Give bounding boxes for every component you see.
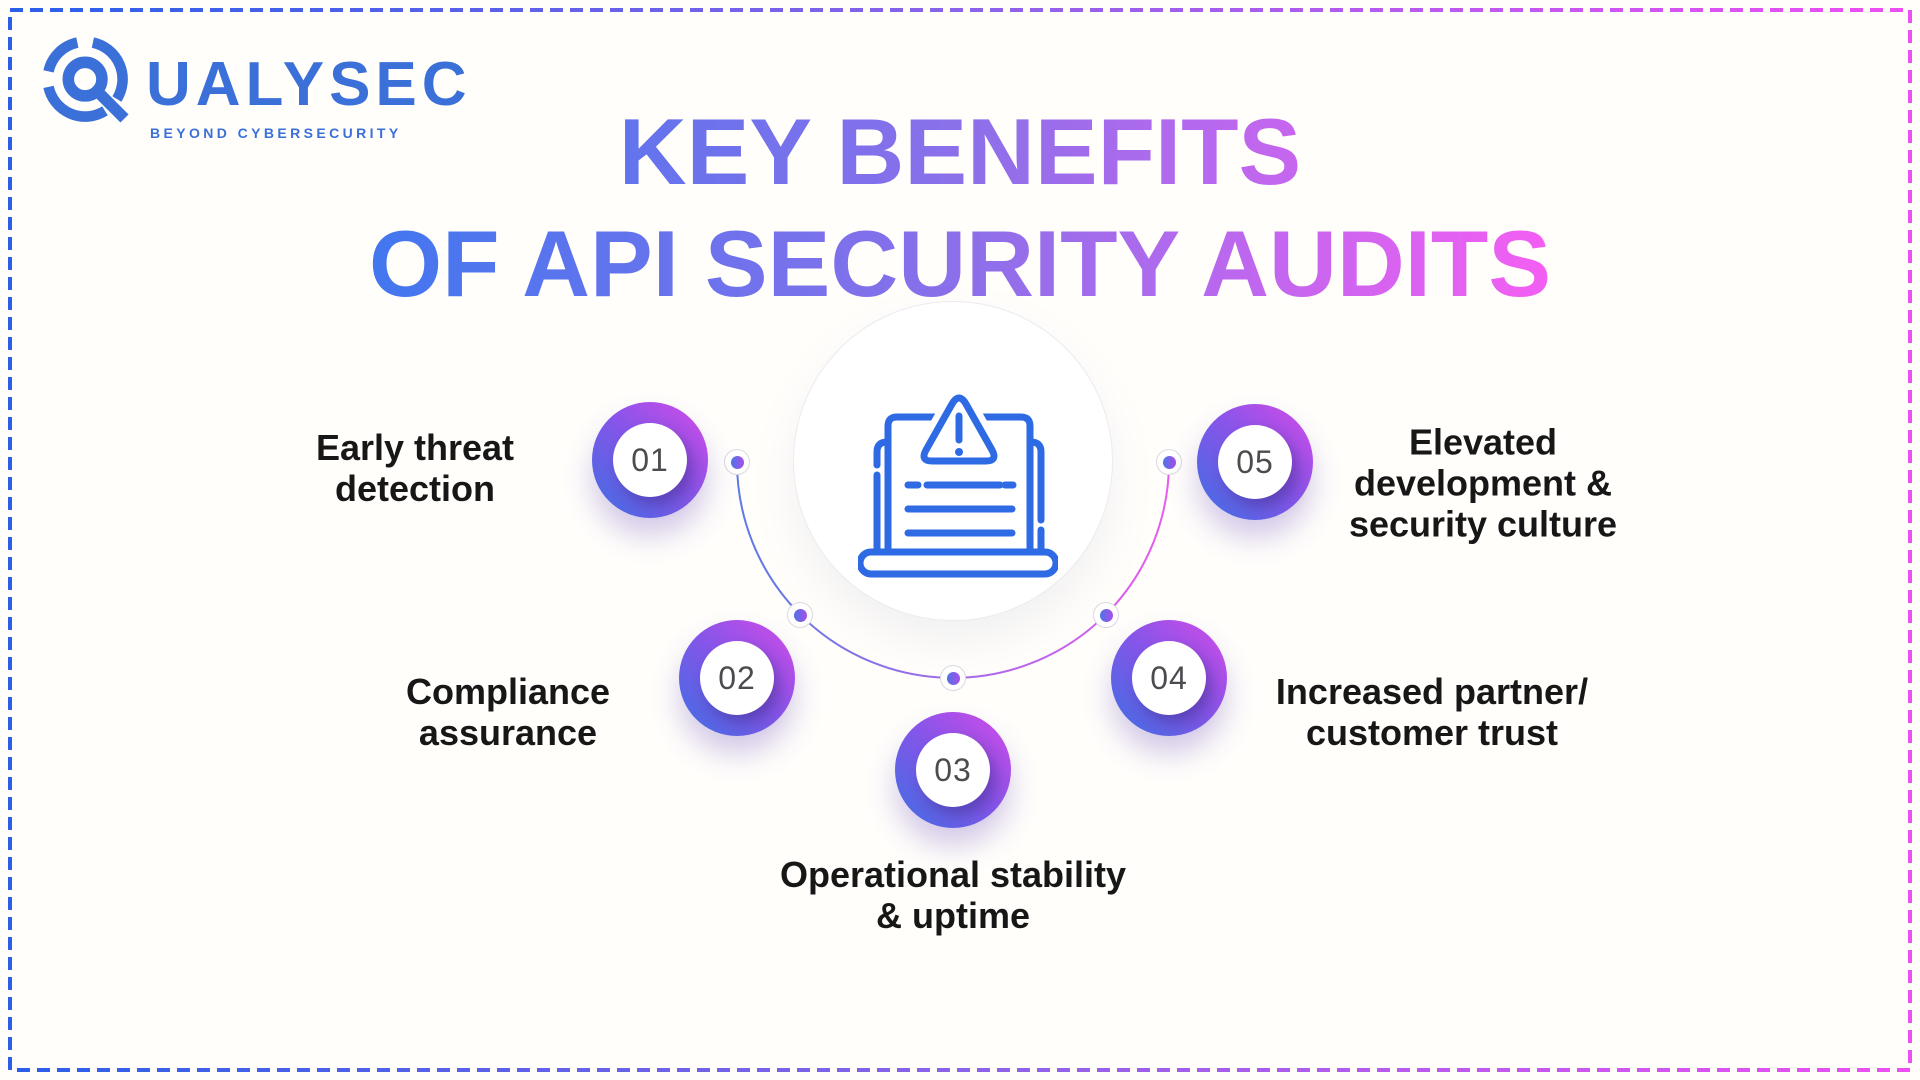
- benefit-label-05: Elevated development & security culture: [1349, 421, 1617, 544]
- benefit-ring-04: 04: [1111, 620, 1227, 736]
- benefit-ring-01: 01: [592, 402, 708, 518]
- label-line: Early threat: [315, 426, 515, 468]
- benefit-ring-03: 03: [895, 712, 1011, 828]
- arc-node-1: [724, 449, 750, 475]
- label-line: Compliance: [405, 670, 611, 712]
- arc-node-5: [1156, 449, 1182, 475]
- title-line2: OF API SECURITY AUDITS: [368, 210, 1552, 316]
- arc-node-dot: [946, 671, 960, 685]
- benefit-ring-02: 02: [679, 620, 795, 736]
- benefit-number-01: 01: [613, 423, 687, 497]
- benefit-label-01: Early threat detection: [316, 427, 514, 509]
- arc-node-3: [940, 665, 966, 691]
- arc-node-dot: [793, 608, 807, 622]
- label-line: Increased partner/: [1275, 670, 1589, 712]
- label-line: security culture: [1348, 503, 1618, 545]
- arc-node-dot: [1162, 455, 1176, 469]
- center-halo-circle: [793, 301, 1113, 621]
- logo-brand-text: UALYSEC: [146, 50, 472, 119]
- label-line: & uptime: [875, 895, 1031, 936]
- arc-node-dot: [730, 455, 744, 469]
- benefit-number-05: 05: [1218, 425, 1292, 499]
- label-line: Elevated: [1408, 421, 1558, 463]
- logo-texts: UALYSEC BEYOND CYBERSECURITY: [146, 50, 472, 142]
- logo-tagline: BEYOND CYBERSECURITY: [150, 125, 402, 141]
- label-line: Operational stability: [779, 853, 1127, 895]
- benefit-number-03: 03: [916, 733, 990, 807]
- label-line: development &: [1353, 462, 1613, 504]
- arc-node-2: [787, 602, 813, 628]
- benefit-ring-05: 05: [1197, 404, 1313, 520]
- qualysec-q-icon: [43, 37, 129, 123]
- label-line: detection: [334, 468, 495, 509]
- title-line1: KEY BENEFITS: [618, 99, 1302, 204]
- arc-node-dot: [1099, 608, 1113, 622]
- label-line: assurance: [418, 712, 598, 753]
- label-line: customer trust: [1305, 712, 1559, 753]
- benefit-number-04: 04: [1132, 641, 1206, 715]
- qualysec-logo: UALYSEC BEYOND CYBERSECURITY: [40, 34, 472, 141]
- benefit-label-03: Operational stability & uptime: [780, 854, 1126, 936]
- benefit-label-02: Compliance assurance: [406, 671, 610, 753]
- benefit-number-02: 02: [700, 641, 774, 715]
- benefit-label-04: Increased partner/ customer trust: [1276, 671, 1588, 753]
- arc-node-4: [1093, 602, 1119, 628]
